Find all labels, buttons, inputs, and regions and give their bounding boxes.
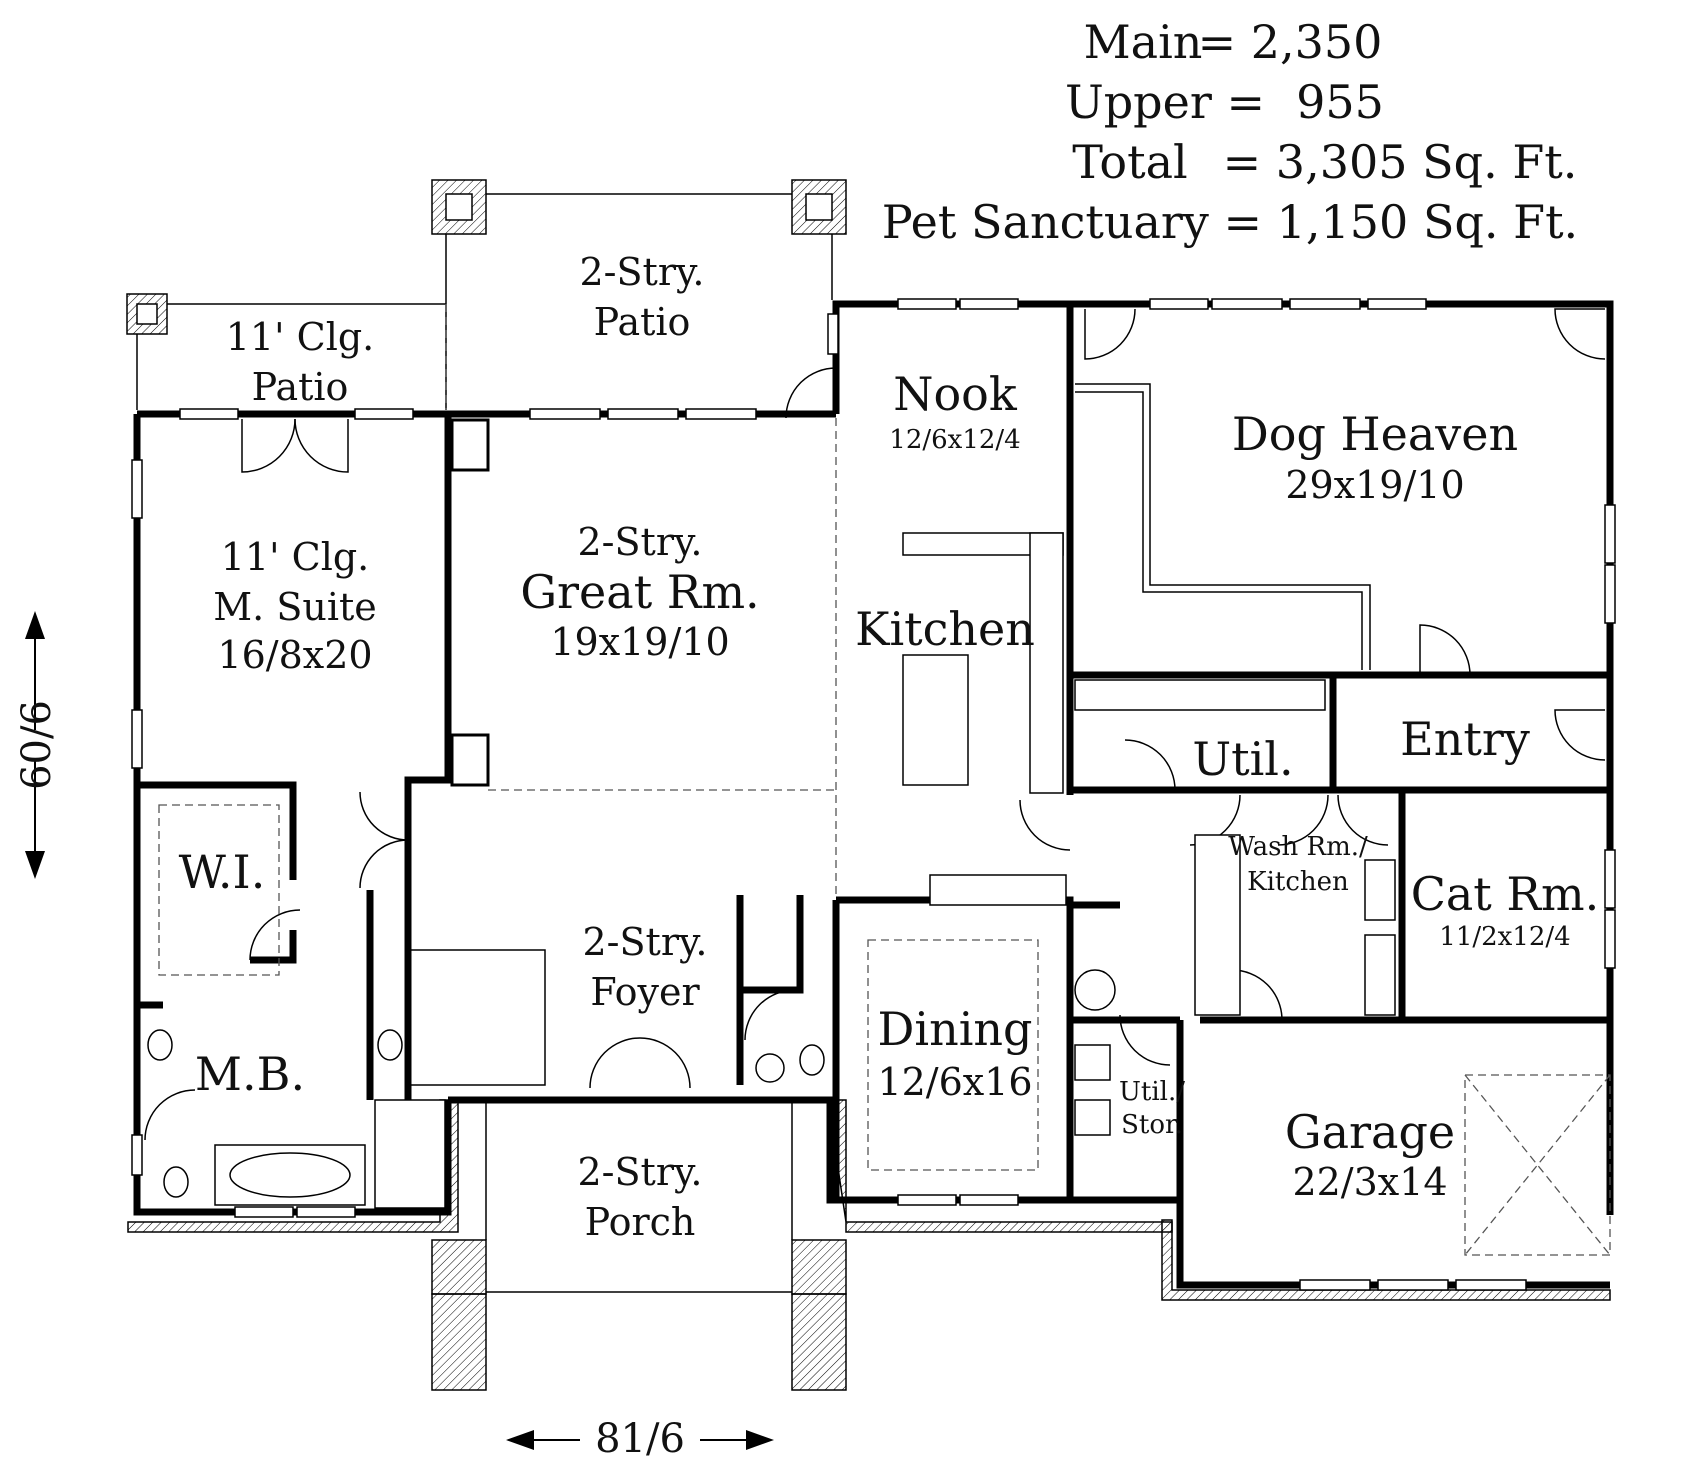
patio-2stry-line2: Patio: [594, 300, 691, 344]
porch-structure: [127, 1099, 1611, 1391]
dimension-arrows: [25, 611, 774, 1450]
patio-11clg-line2: Patio: [252, 365, 349, 409]
summary-upper-label: Upper =: [1065, 75, 1265, 129]
great-rm-line2: Great Rm.: [520, 565, 759, 619]
porch-line1: 2-Stry.: [578, 1150, 703, 1194]
patio-2stry-line1: 2-Stry.: [580, 250, 705, 294]
wash-rm-line2: Kitchen: [1247, 867, 1349, 897]
width-dimension: 81/6: [595, 1416, 685, 1460]
porch-line2: Porch: [585, 1200, 696, 1244]
cat-rm-size: 11/2x12/4: [1439, 922, 1570, 952]
cat-rm-name: Cat Rm.: [1411, 867, 1600, 921]
great-rm-line1: 2-Stry.: [578, 520, 703, 564]
summary-main-value: = 2,350: [1198, 15, 1383, 69]
summary-upper-value: 955: [1296, 75, 1384, 129]
m-suite-size: 16/8x20: [217, 633, 372, 677]
patio-11clg-structure: [126, 293, 447, 410]
area-summary: Main = 2,350 Upper = 955 Total = 3,305 S…: [882, 15, 1578, 249]
m-suite-line2: M. Suite: [213, 585, 377, 629]
wash-rm-line1: Wash Rm./: [1228, 832, 1368, 862]
m-suite-line1: 11' Clg.: [221, 535, 370, 579]
util-name: Util.: [1192, 732, 1293, 786]
room-labels: 2-Stry. Patio 11' Clg. Patio Nook 12/6x1…: [179, 250, 1600, 1244]
summary-main-label: Main: [1084, 15, 1203, 69]
summary-total-label: Total: [1072, 135, 1187, 189]
util-stor-line1: Util./: [1119, 1077, 1185, 1107]
foyer-line2: Foyer: [590, 970, 700, 1014]
wi-name: W.I.: [179, 845, 266, 899]
foyer-line1: 2-Stry.: [583, 920, 708, 964]
mb-name: M.B.: [195, 1047, 305, 1101]
door-swings: [144, 308, 1606, 1141]
summary-total-value: = 3,305 Sq. Ft.: [1223, 135, 1578, 189]
util-stor-line2: Stor.: [1121, 1110, 1183, 1140]
garage-size: 22/3x14: [1292, 1160, 1447, 1204]
dining-name: Dining: [877, 1002, 1032, 1056]
patio-11clg-line1: 11' Clg.: [226, 315, 375, 359]
patio-2stry-structure: [431, 179, 847, 410]
windows: [131, 298, 1616, 1291]
dining-size: 12/6x16: [877, 1060, 1032, 1104]
summary-pet-sanctuary: Pet Sanctuary = 1,150 Sq. Ft.: [882, 195, 1578, 249]
kitchen-name: Kitchen: [855, 602, 1035, 656]
dog-heaven-size: 29x19/10: [1285, 463, 1464, 507]
nook-size: 12/6x12/4: [889, 425, 1020, 455]
entry-name: Entry: [1400, 712, 1530, 766]
fixtures: [147, 383, 1611, 1256]
garage-name: Garage: [1285, 1105, 1455, 1159]
dog-heaven-name: Dog Heaven: [1232, 407, 1518, 461]
interior-walls: [137, 304, 1610, 1200]
nook-name: Nook: [893, 367, 1018, 421]
depth-dimension: 60/6: [14, 700, 60, 790]
great-rm-size: 19x19/10: [550, 620, 729, 664]
